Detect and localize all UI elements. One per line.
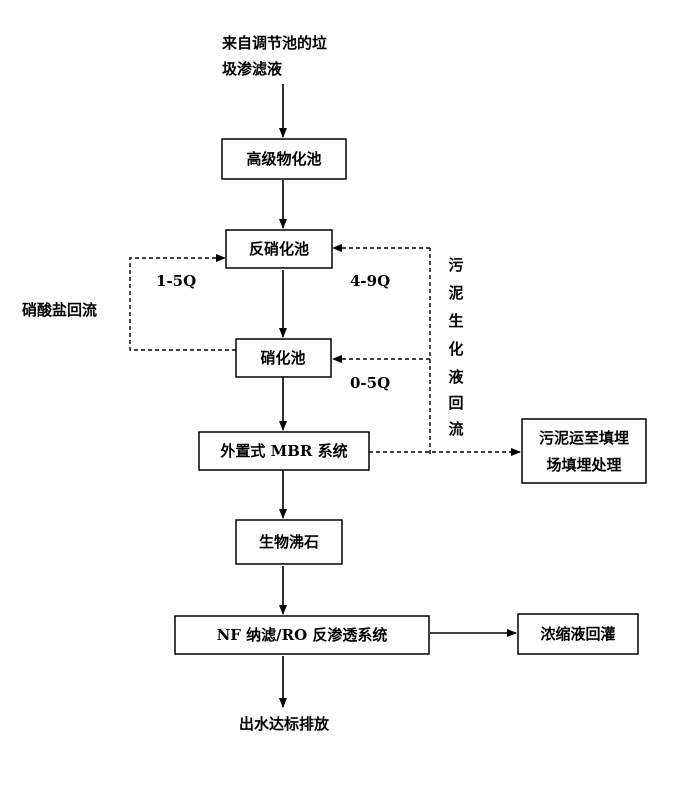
nf-ro-box [174,615,430,655]
concentrate-box [517,613,639,655]
nitrification-label: 硝化池 [260,349,305,367]
denitrification-label: 反硝化池 [249,240,309,258]
discharge-label: 出水达标排放 [239,715,330,733]
sludge-return-char: 流 [448,420,463,438]
ratio-1-5q-label: 1-5Q [156,272,196,290]
nitrate-return-line [129,254,236,351]
sludge-return-char: 化 [448,340,463,358]
ratio-0-5q-label: 0-5Q [350,374,390,392]
source-text-line-1: 来自调节池的垃 [221,34,327,52]
mbr-label: 外置式 MBR 系统 [219,442,347,460]
physchem-label: 高级物化池 [246,150,321,168]
sludge-return-char: 污 [448,256,463,274]
nitrate-return-label: 硝酸盐回流 [22,301,97,319]
denitrification-box [225,229,333,269]
physchem-box [221,138,347,180]
concentrate-label: 浓缩液回灌 [540,625,615,643]
sludge-return-char: 液 [448,368,464,386]
zeolite-label: 生物沸石 [259,533,319,551]
sludge-landfill-label-line-1: 污泥运至填埋 [539,429,629,447]
ratio-4-9q-label: 4-9Q [350,272,390,290]
zeolite-box [235,519,343,565]
source-text-line-2: 圾渗滤液 [222,60,283,78]
mbr-box [198,431,370,471]
sludge-landfill-box [521,418,647,484]
sludge-return-char: 回 [448,394,463,412]
sludge-return-char: 生 [448,312,463,330]
nitrification-box [235,338,332,378]
sludge-return-char: 泥 [448,284,463,302]
sludge-landfill-label-line-2: 场填埋处理 [546,456,621,474]
nf-ro-label: NF 纳滤/RO 反渗透系统 [217,626,388,644]
